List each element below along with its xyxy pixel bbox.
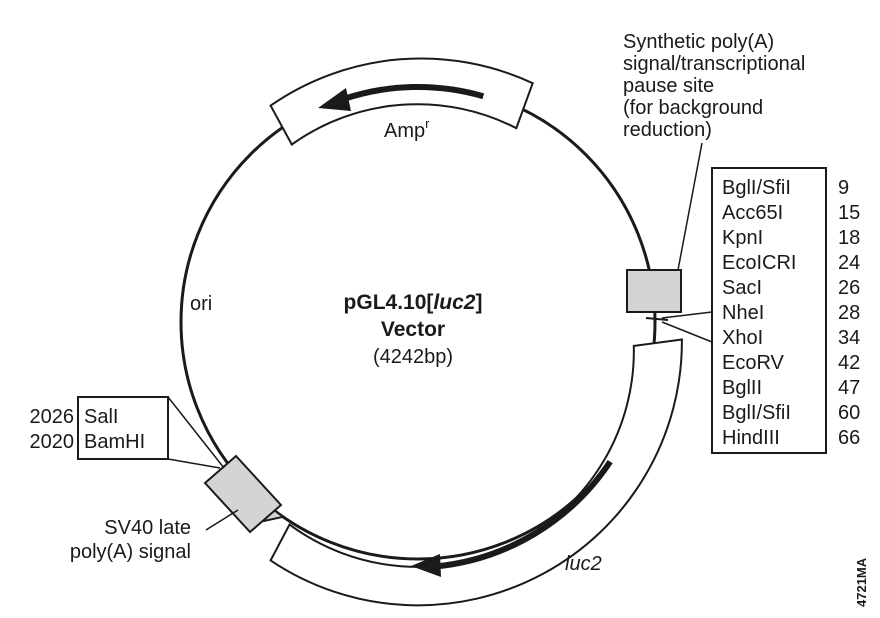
mcs-position: 24 bbox=[838, 252, 860, 274]
mcs-enzyme: BglII bbox=[722, 377, 762, 399]
left-site-leader bbox=[167, 396, 225, 469]
mcs-position: 26 bbox=[838, 277, 860, 299]
luc2-arrow-icon bbox=[435, 459, 613, 570]
figure-id: 4721MA bbox=[854, 557, 869, 607]
mcs-enzyme: SacI bbox=[722, 277, 762, 299]
left-site-box bbox=[77, 396, 169, 460]
left-site-position: 2026 bbox=[30, 406, 75, 428]
mcs-enzyme: NheI bbox=[722, 302, 764, 324]
mcs-position: 42 bbox=[838, 352, 860, 374]
sv40-label-line2: poly(A) signal bbox=[70, 541, 191, 563]
mcs-enzyme: BglI/SfiI bbox=[722, 177, 791, 199]
luc2-feature bbox=[269, 338, 683, 607]
luc2-arrowhead-icon bbox=[411, 554, 441, 577]
synthetic-polya-line-4: reduction) bbox=[623, 119, 712, 141]
mcs-position: 9 bbox=[838, 177, 849, 199]
plasmid-name: pGL4.10[luc2] bbox=[344, 291, 483, 314]
mcs-position: 15 bbox=[838, 202, 860, 224]
mcs-enzyme: Acc65I bbox=[722, 202, 783, 224]
mcs-junction-mark bbox=[645, 317, 669, 321]
mcs-enzyme: BglI/SfiI bbox=[722, 402, 791, 424]
ori-label: ori bbox=[190, 293, 212, 315]
left-site-leader-2 bbox=[167, 458, 221, 469]
mcs-enzyme: XhoI bbox=[722, 327, 763, 349]
mcs-position: 47 bbox=[838, 377, 860, 399]
sv40-polya-box bbox=[203, 454, 283, 534]
left-site-position: 2020 bbox=[30, 431, 75, 453]
luc2-label: luc2 bbox=[565, 553, 602, 575]
mcs-table-border bbox=[711, 167, 827, 454]
mcs-site-list: BglI/SfiI 9 Acc65I 15 KpnI 18 EcoICRI 24… bbox=[722, 177, 860, 449]
mcs-enzyme: KpnI bbox=[722, 227, 763, 249]
left-site-enzyme: SalI bbox=[84, 406, 118, 428]
plasmid-size: (4242bp) bbox=[373, 346, 453, 368]
mcs-enzyme: EcoRV bbox=[722, 352, 785, 374]
synthetic-polya-leader bbox=[677, 142, 703, 271]
mcs-position: 18 bbox=[838, 227, 860, 249]
mcs-enzyme: HindIII bbox=[722, 427, 780, 449]
amp-label: Ampr bbox=[384, 116, 430, 142]
synthetic-polya-box bbox=[626, 269, 682, 313]
amp-arrow-icon bbox=[341, 84, 485, 103]
mcs-position: 34 bbox=[838, 327, 860, 349]
synthetic-polya-line-1: signal/transcriptional bbox=[623, 53, 805, 75]
mcs-enzyme: EcoICRI bbox=[722, 252, 796, 274]
mcs-leader-top bbox=[661, 311, 713, 319]
left-site-enzyme: BamHI bbox=[84, 431, 145, 453]
synthetic-polya-line-3: (for background bbox=[623, 97, 763, 119]
sv40-leader bbox=[205, 509, 239, 531]
amp-feature bbox=[269, 57, 534, 146]
synthetic-polya-line-0: Synthetic poly(A) bbox=[623, 31, 774, 53]
synthetic-polya-line-2: pause site bbox=[623, 75, 714, 97]
mcs-position: 66 bbox=[838, 427, 860, 449]
mcs-leader-bottom bbox=[661, 321, 713, 343]
amp-arrowhead-icon bbox=[318, 88, 351, 111]
mcs-position: 28 bbox=[838, 302, 860, 324]
sv40-label-line1: SV40 late bbox=[104, 517, 191, 539]
mcs-position: 60 bbox=[838, 402, 860, 424]
vector-label: Vector bbox=[381, 318, 445, 341]
